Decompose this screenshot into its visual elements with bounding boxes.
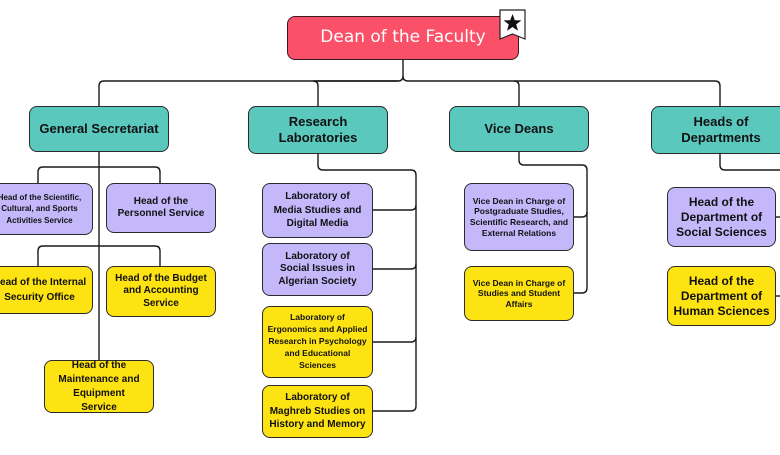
connector-rl-1 bbox=[373, 204, 417, 211]
node-internal-security-office[interactable]: Head of the Internal Security Office bbox=[0, 266, 93, 314]
node-label: Heads of Departments bbox=[681, 113, 761, 145]
node-label: Research Laboratories bbox=[278, 113, 358, 145]
connector-gs-2 bbox=[99, 166, 161, 183]
connector-hd-trunk bbox=[719, 154, 780, 171]
node-lab-media-studies[interactable]: Laboratory of Media Studies and Digital … bbox=[262, 183, 373, 238]
node-vice-deans[interactable]: Vice Deans bbox=[449, 106, 589, 152]
node-label: Laboratory of Social Issues in Algerian … bbox=[278, 250, 357, 287]
node-maintenance-equipment-service[interactable]: Head of the Maintenance and Equipment Se… bbox=[44, 360, 154, 413]
connector-rl-trunk bbox=[317, 154, 417, 412]
node-label: Head of the Maintenance and Equipment Se… bbox=[58, 359, 140, 413]
node-lab-maghreb-studies[interactable]: Laboratory of Maghreb Studies on History… bbox=[262, 385, 373, 438]
node-vice-dean-postgraduate[interactable]: Vice Dean in Charge of Postgraduate Stud… bbox=[464, 183, 574, 251]
node-label: Laboratory of Media Studies and Digital … bbox=[273, 191, 362, 230]
node-label: General Secretariat bbox=[39, 120, 159, 136]
node-label: Vice Deans bbox=[484, 120, 554, 136]
node-dept-social-sciences[interactable]: Head of the Department of Social Science… bbox=[667, 187, 776, 247]
node-label: Vice Dean in Charge of Postgraduate Stud… bbox=[469, 195, 569, 238]
node-dept-human-sciences[interactable]: Head of the Department of Human Sciences bbox=[667, 266, 776, 326]
node-budget-accounting-service[interactable]: Head of the Budget and Accounting Servic… bbox=[106, 266, 216, 317]
connector-gs-1 bbox=[37, 166, 99, 183]
node-heads-of-departments[interactable]: Heads of Departments bbox=[651, 106, 780, 154]
node-lab-ergonomics[interactable]: Laboratory of Ergonomics and Applied Res… bbox=[262, 306, 373, 378]
node-lab-social-issues[interactable]: Laboratory of Social Issues in Algerian … bbox=[262, 243, 373, 296]
node-scientific-cultural-sports-service[interactable]: Head of the Scientific, Cultural, and Sp… bbox=[0, 183, 93, 235]
node-general-secretariat[interactable]: General Secretariat bbox=[29, 106, 169, 152]
connector-vd-trunk bbox=[518, 152, 588, 294]
node-label: Head of the Department of Social Science… bbox=[676, 194, 767, 239]
connector-rl-3 bbox=[373, 336, 417, 343]
node-label: Head of the Internal Security Office bbox=[0, 277, 87, 303]
connector-root bbox=[98, 60, 404, 106]
star-bookmark-icon bbox=[499, 9, 526, 40]
node-label: Laboratory of Maghreb Studies on History… bbox=[269, 392, 366, 431]
node-vice-dean-studies[interactable]: Vice Dean in Charge of Studies and Stude… bbox=[464, 266, 574, 321]
connector-gs-4 bbox=[99, 245, 161, 266]
node-dean-of-faculty[interactable]: Dean of the Faculty bbox=[287, 16, 519, 60]
connector-rl-2 bbox=[373, 263, 417, 270]
node-label: Head of the Budget and Accounting Servic… bbox=[115, 272, 207, 309]
node-label: Head of the Personnel Service bbox=[117, 195, 205, 220]
connector-root-right bbox=[402, 75, 520, 106]
connector-root-rl bbox=[312, 80, 398, 106]
connector-gs-3 bbox=[37, 245, 99, 266]
connector-root-hd bbox=[514, 80, 721, 106]
node-research-laboratories[interactable]: Research Laboratories bbox=[248, 106, 388, 154]
node-personnel-service[interactable]: Head of the Personnel Service bbox=[106, 183, 216, 233]
node-label: Laboratory of Ergonomics and Applied Res… bbox=[267, 312, 368, 370]
node-label: Vice Dean in Charge of Studies and Stude… bbox=[472, 277, 566, 309]
node-label: Head of the Scientific, Cultural, and Sp… bbox=[0, 192, 82, 225]
node-label: Dean of the Faculty bbox=[320, 27, 486, 48]
node-label: Head of the Department of Human Sciences bbox=[673, 273, 770, 318]
connector-vd-1 bbox=[574, 211, 588, 218]
